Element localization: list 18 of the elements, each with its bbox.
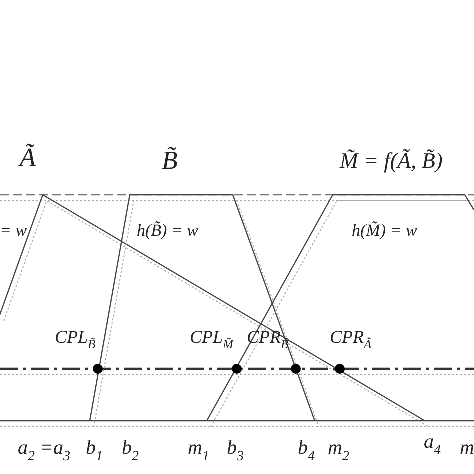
- height-label: h(B̃) = w: [137, 222, 199, 239]
- height-label: h(M̃) = w: [352, 222, 418, 239]
- point-label: CPL$_{B̃}$: [55, 328, 96, 352]
- axis-label: b$_{4}$: [298, 438, 315, 464]
- axis-label: a$_{2}$ =a$_{3}$: [18, 438, 70, 464]
- axis-label: b$_{2}$: [122, 438, 139, 464]
- fuzzy-number-label: Ã: [20, 145, 36, 171]
- fuzzy-number-label: B̃: [162, 148, 178, 174]
- axis-label: a$_{4}$: [424, 432, 441, 458]
- axis-label: m$_{2}$: [328, 438, 350, 464]
- point-label: CPL$_{M̃}$: [190, 328, 234, 352]
- formula: M̃ = f(Ã, B̃): [340, 150, 443, 172]
- height-label: = w: [0, 222, 28, 239]
- axis-label: b$_{1}$: [86, 438, 103, 464]
- axis-label: m$_{1}$: [188, 438, 210, 464]
- point-label: CPR$_{Ã}$: [330, 328, 372, 352]
- axis-label: m: [460, 438, 474, 458]
- axis-label: b$_{3}$: [227, 438, 244, 464]
